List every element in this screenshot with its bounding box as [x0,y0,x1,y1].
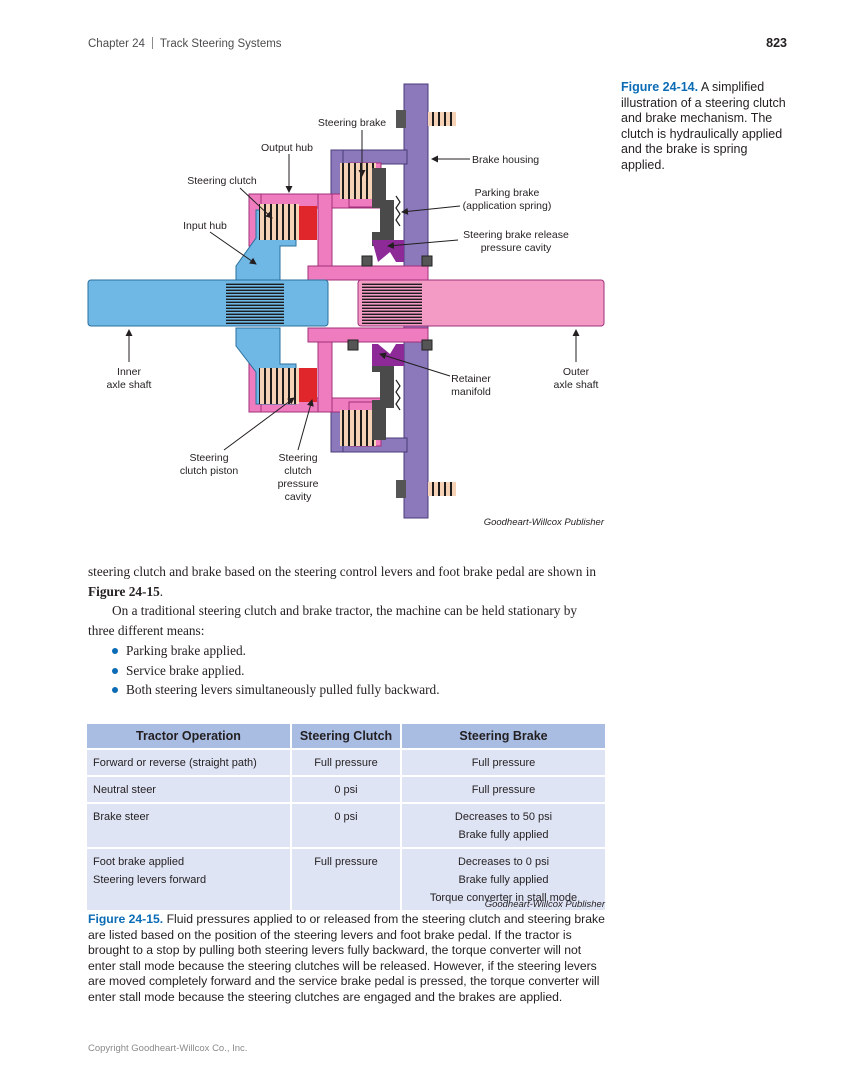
table-cell: Full pressure [401,776,605,804]
table-cell: Full pressure [401,749,605,777]
page-number: 823 [766,36,787,50]
label-outer-axle-shaft: axle shaft [554,379,599,391]
running-header: Chapter 24 Track Steering Systems [88,37,282,50]
label-inner-axle-shaft: axle shaft [107,379,152,391]
copyright-notice: Copyright Goodheart-Willcox Co., Inc. [88,1043,248,1054]
caption-text: Fluid pressures applied to or released f… [88,912,605,1004]
label-inner: Inner [117,366,141,378]
label-application-spring: (application spring) [463,200,552,212]
table-cell: 0 psi [291,803,402,849]
label-steering-brake: Steering brake [318,117,386,129]
column-header: Steering Clutch [291,724,402,750]
steering-brake-discs [340,163,376,199]
steering-clutch-brake-diagram: Steering brake Output hub Brake housing … [87,83,605,519]
steering-clutch-piston-lower [299,368,317,402]
label-retainer: Retainer [451,373,491,385]
pressure-table: Tractor Operation Steering Clutch Steeri… [87,724,605,912]
list-item: Parking brake applied. [110,641,604,661]
brake-piston-upper [372,168,394,246]
steering-brake-discs-lower [340,410,376,446]
paragraph: steering clutch and brake based on the s… [88,564,597,599]
label-release-cavity: Steering brake release [463,229,569,241]
label-steering-clutch: Steering clutch [187,175,257,187]
list-item: Service brake applied. [110,661,604,681]
label-input-hub: Input hub [183,220,227,232]
column-header: Steering Brake [401,724,605,750]
label-steering-piston: Steering [189,452,228,464]
steering-clutch-piston [299,206,317,240]
list-item: Both steering levers simultaneously pull… [110,680,604,700]
chapter-title: Track Steering Systems [159,38,282,50]
label-cavity-clutch: clutch [284,465,312,477]
parking-brake-spring [395,195,401,227]
retainer-manifold-upper [372,240,404,262]
figure-24-15-credit: Goodheart-Willcox Publisher [484,899,605,910]
chapter-label: Chapter 24 [88,38,145,50]
column-header: Tractor Operation [87,724,292,750]
parking-brake-spring-lower [395,379,401,411]
label-cavity: cavity [285,491,313,503]
body-text: steering clutch and brake based on the s… [88,562,604,700]
label-manifold: manifold [451,386,491,398]
brake-piston-lower [372,356,394,440]
label-brake-housing: Brake housing [472,154,539,166]
paragraph: On a traditional steering clutch and bra… [88,603,578,639]
bullet-list: Parking brake applied. Service brake app… [88,641,604,700]
label-clutch-piston: clutch piston [180,465,239,477]
figure-24-14-credit: Goodheart-Willcox Publisher [483,517,604,528]
table-cell: Full pressure [291,848,402,912]
figure-number: Figure 24-15. [88,912,164,926]
table-row: Neutral steer 0 psi Full pressure [87,776,605,804]
table-row: Forward or reverse (straight path) Full … [87,749,605,777]
figure-number: Figure 24-14. [621,80,699,94]
caption-text: A simplified illustration of a steering … [621,80,786,172]
table-cell: Brake steer [87,803,292,849]
table-cell: Full pressure [291,749,402,777]
steering-clutch-discs [259,204,299,240]
label-outer: Outer [563,366,590,378]
figure-24-14-caption: Figure 24-14. A simplified illustration … [621,80,791,173]
label-output-hub: Output hub [261,142,313,154]
label-pressure-cavity: pressure cavity [481,242,552,254]
label-cavity-pressure: pressure [278,478,319,490]
label-cavity-steering: Steering [278,452,317,464]
table-cell: Neutral steer [87,776,292,804]
retainer-manifold-lower [372,344,404,366]
figure-reference: Figure 24-15 [88,583,160,599]
figure-24-15-caption: Figure 24-15. Fluid pressures applied to… [88,912,608,1005]
header-divider [151,37,153,49]
label-parking-brake: Parking brake [475,187,540,199]
table-cell: 0 psi [291,776,402,804]
inner-axle-shaft [87,279,329,327]
table-cell: Forward or reverse (straight path) [87,749,292,777]
